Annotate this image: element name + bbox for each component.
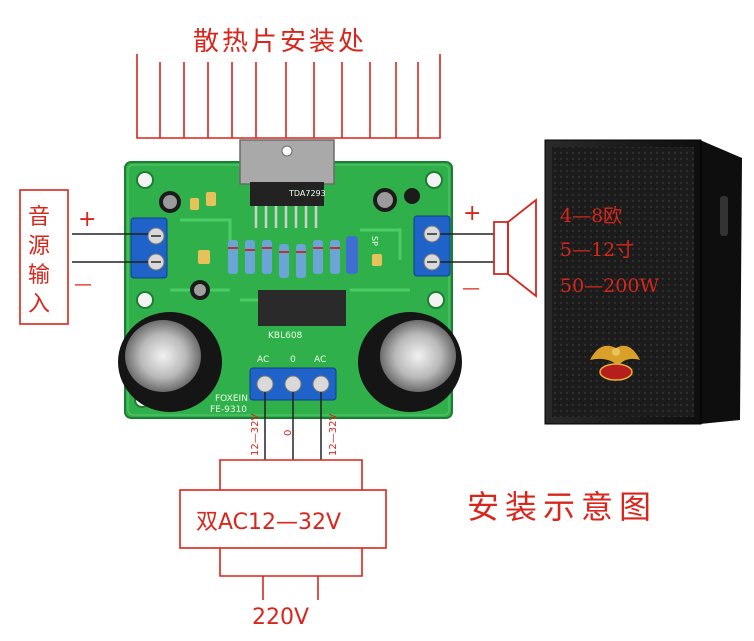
terminal-label-left: AC bbox=[257, 355, 269, 365]
power-chip bbox=[239, 139, 335, 228]
audio-input-char-4: 入 bbox=[28, 292, 50, 317]
silkscreen-model: FE-9310 bbox=[210, 405, 247, 415]
output-wiring bbox=[440, 233, 494, 263]
rectifier bbox=[258, 290, 346, 326]
terminal-label-center: 0 bbox=[290, 355, 296, 365]
mains-label: 220V bbox=[252, 605, 309, 630]
speaker-power: 50—200W bbox=[560, 275, 659, 297]
transformer bbox=[179, 459, 387, 600]
silkscreen-brand: FOXEIN bbox=[215, 394, 248, 404]
speaker-cabinet bbox=[544, 139, 742, 425]
heatsink-outline bbox=[136, 54, 441, 139]
input-wiring bbox=[72, 233, 148, 263]
power-wiring bbox=[264, 392, 322, 460]
speaker-impedance: 4—8欧 bbox=[560, 205, 622, 227]
audio-input-char-1: 音 bbox=[28, 205, 50, 230]
wire-label-left: 12—32V bbox=[250, 414, 261, 456]
wire-label-center: 0 bbox=[283, 430, 294, 436]
heatsink-label: 散热片安装处 bbox=[193, 27, 367, 57]
output-plus-sign: + bbox=[463, 201, 481, 226]
filter-capacitor-right bbox=[358, 312, 462, 412]
chip-label: TDA7293 bbox=[288, 189, 326, 198]
transformer-label: 双AC12—32V bbox=[196, 510, 341, 535]
input-plus-sign: + bbox=[78, 207, 96, 232]
speaker-size: 5—12寸 bbox=[560, 239, 634, 261]
filter-capacitor-left bbox=[118, 312, 222, 412]
output-tag: SP bbox=[370, 236, 379, 246]
audio-input-char-3: 输 bbox=[28, 263, 50, 288]
output-terminal bbox=[413, 215, 451, 277]
small-capacitors bbox=[159, 188, 420, 300]
output-minus-sign: — bbox=[462, 278, 480, 299]
rectifier-label: KBL608 bbox=[268, 331, 303, 341]
speaker-symbol-icon bbox=[493, 198, 537, 298]
audio-input-box bbox=[19, 189, 69, 325]
eagle-logo-icon bbox=[590, 345, 640, 381]
audio-input-char-2: 源 bbox=[28, 234, 50, 259]
wire-label-right: 12—32V bbox=[328, 414, 339, 456]
input-terminal bbox=[130, 217, 168, 279]
diagram-title: 安装示意图 bbox=[467, 488, 657, 526]
input-minus-sign: — bbox=[74, 274, 92, 295]
power-terminal bbox=[249, 367, 337, 401]
terminal-label-right: AC bbox=[314, 355, 326, 365]
resistors bbox=[228, 236, 358, 278]
